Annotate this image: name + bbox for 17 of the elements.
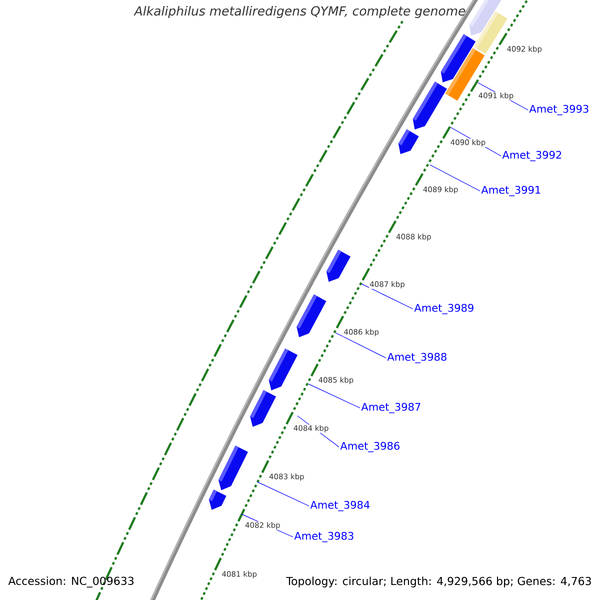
accession-text: Accession: NC_009633 bbox=[8, 576, 134, 588]
title: Alkaliphilus metalliredigens QYMF, complete genome bbox=[134, 6, 466, 18]
leader-line bbox=[257, 482, 310, 506]
gene-label: Amet_3989 bbox=[414, 304, 474, 314]
gene-label: Amet_3991 bbox=[481, 186, 540, 196]
gene-label: Amet_3983 bbox=[294, 532, 354, 542]
gene-label: Amet_3987 bbox=[361, 402, 420, 414]
leader-line bbox=[308, 384, 360, 408]
gene-label: Amet_3992 bbox=[502, 150, 562, 162]
gene-label: Amet_3986 bbox=[340, 442, 400, 452]
gene-label: Amet_3988 bbox=[387, 352, 446, 364]
gene-label: Amet_3993 bbox=[529, 104, 588, 116]
leader-line bbox=[361, 284, 414, 310]
gene-label: Amet_3984 bbox=[310, 500, 370, 512]
summary-text: Topology: circular; Length: 4,929,566 bp; Genes: 4,763 bbox=[286, 576, 591, 588]
leader-line bbox=[430, 164, 480, 192]
leader-line bbox=[335, 332, 386, 358]
